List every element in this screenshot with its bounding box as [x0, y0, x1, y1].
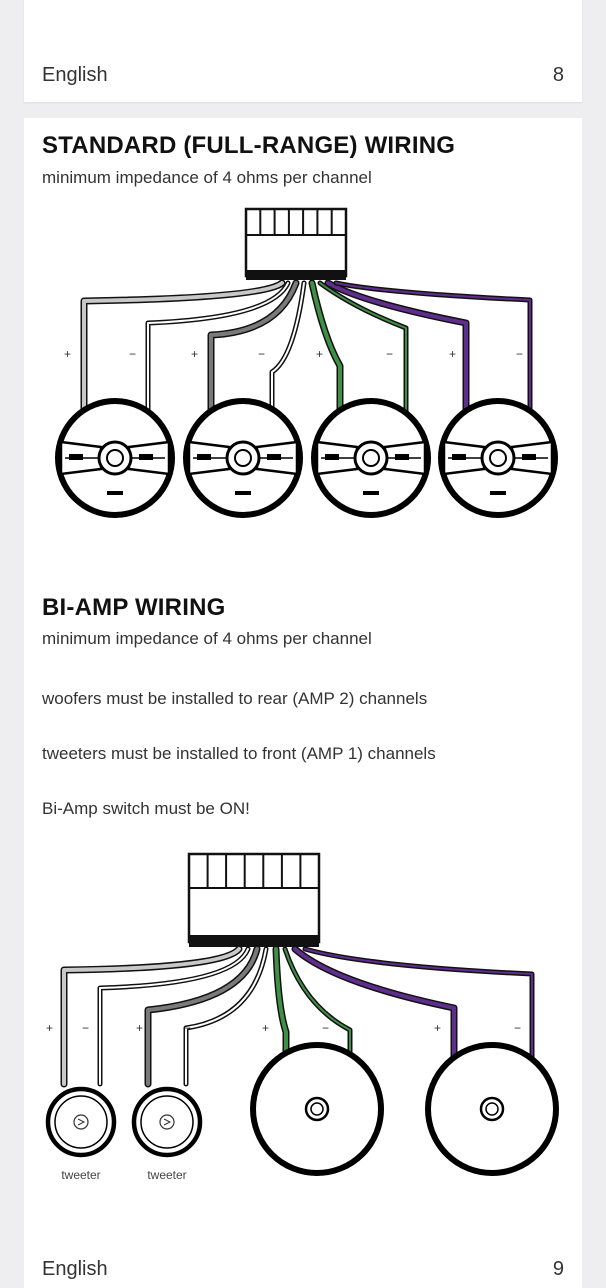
terminal-signs: + − + − + − + −	[46, 1021, 521, 1035]
footer-page-number: 9	[552, 1258, 564, 1280]
speaker-label-tweeter: tweeter	[61, 1168, 100, 1182]
wire-bundle	[60, 945, 535, 1088]
speaker-woofer	[250, 1042, 384, 1176]
terminal-sign: −	[82, 1021, 89, 1035]
standard-wiring-subtitle: minimum impedance of 4 ohms per channel	[42, 168, 372, 187]
terminal-sign: +	[191, 347, 198, 361]
terminal-sign: −	[516, 347, 523, 361]
terminal-sign: +	[449, 347, 456, 361]
terminal-sign: +	[136, 1021, 143, 1035]
tweeter-speakers	[45, 1086, 203, 1158]
speaker-coaxial	[438, 398, 558, 518]
speaker-label-tweeter: tweeter	[147, 1168, 186, 1182]
biamp-wiring-title: BI-AMP WIRING	[42, 594, 226, 621]
harness-connector	[187, 852, 321, 947]
footer-page-number: 8	[552, 64, 564, 86]
page-footer: English 8	[42, 64, 564, 87]
woofer-speakers	[250, 1042, 559, 1176]
manual-page: STANDARD (FULL-RANGE) WIRING minimum imp…	[24, 118, 582, 1288]
page-footer: English 9	[42, 1258, 564, 1281]
speaker-coaxial	[311, 398, 431, 518]
terminal-sign: +	[262, 1021, 269, 1035]
terminal-sign: +	[64, 347, 71, 361]
speaker-coaxial	[55, 398, 175, 518]
biamp-note-tweeters: tweeters must be installed to front (AMP…	[42, 744, 436, 763]
terminal-sign: +	[316, 347, 323, 361]
terminal-sign: −	[258, 347, 265, 361]
speaker-coaxial	[183, 398, 303, 518]
standard-wiring-diagram: + − + − + − + −	[55, 207, 558, 518]
footer-language: English	[42, 64, 108, 86]
biamp-note-switch: Bi-Amp switch must be ON!	[42, 799, 250, 818]
speaker-tweeter	[131, 1086, 203, 1158]
terminal-sign: −	[129, 347, 136, 361]
terminal-sign: −	[322, 1021, 329, 1035]
biamp-wiring-subtitle: minimum impedance of 4 ohms per channel	[42, 629, 372, 648]
previous-page: English 8	[24, 0, 582, 102]
terminal-sign: +	[46, 1021, 53, 1035]
terminal-sign: −	[514, 1021, 521, 1035]
speaker-woofer	[425, 1042, 559, 1176]
harness-connector	[244, 207, 348, 280]
speaker-tweeter	[45, 1086, 117, 1158]
wire-bundle	[80, 279, 533, 417]
terminal-sign: −	[386, 347, 393, 361]
biamp-note-woofers: woofers must be installed to rear (AMP 2…	[42, 689, 428, 708]
footer-language: English	[42, 1258, 108, 1280]
standard-wiring-title: STANDARD (FULL-RANGE) WIRING	[42, 132, 456, 159]
terminal-sign: +	[434, 1021, 441, 1035]
biamp-wiring-diagram: + − + − + − + −	[45, 852, 559, 1182]
terminal-sign: −	[184, 1021, 191, 1035]
terminal-signs: + − + − + − + −	[64, 347, 523, 361]
full-range-speakers	[55, 398, 558, 518]
